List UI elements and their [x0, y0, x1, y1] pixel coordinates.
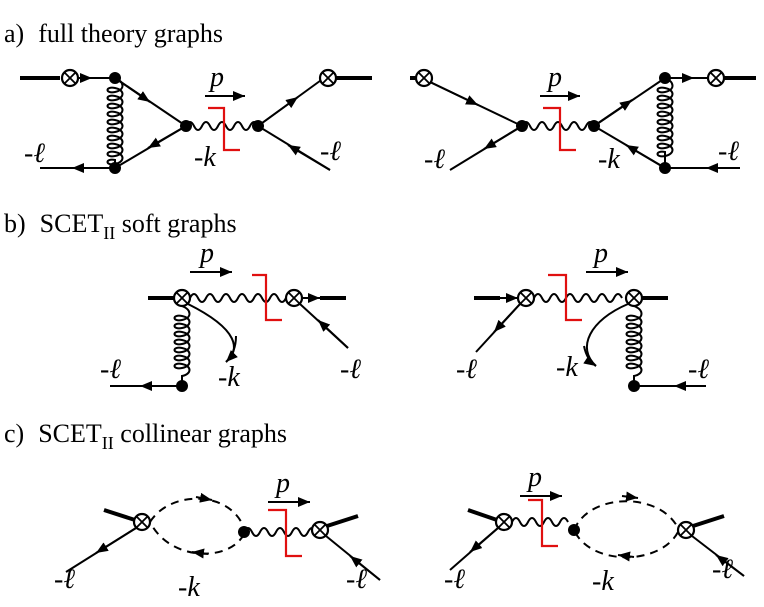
- momentum-label-k: -k: [218, 362, 240, 393]
- diagram-c-left: p -k -ℓ -ℓ: [54, 468, 381, 603]
- section-a-heading: a)full theory graphs: [4, 19, 223, 48]
- momentum-label-ell: -ℓ: [320, 136, 341, 167]
- momentum-label-ell: -ℓ: [100, 354, 121, 385]
- diagram-a-left: p -k -ℓ -ℓ: [20, 62, 372, 174]
- momentum-label-ell: -ℓ: [54, 564, 75, 595]
- momentum-label-ell: -ℓ: [444, 564, 465, 595]
- momentum-label-p: p: [546, 62, 562, 93]
- momentum-label-p: p: [274, 468, 290, 499]
- momentum-label-ell: -ℓ: [718, 136, 739, 167]
- diagram-c-right: p -k -ℓ -ℓ: [444, 462, 745, 597]
- momentum-label-ell: -ℓ: [712, 554, 733, 585]
- diagram-a-right: p -k -ℓ -ℓ: [410, 62, 756, 175]
- momentum-label-ell: -ℓ: [24, 138, 45, 169]
- momentum-label-ell: -ℓ: [688, 354, 709, 385]
- momentum-label-k: -k: [592, 566, 614, 597]
- momentum-label-p: p: [208, 62, 224, 93]
- diagram-b-left: p -k -ℓ -ℓ: [100, 238, 361, 393]
- momentum-label-k: -k: [178, 572, 200, 603]
- section-b-heading: b)SCETII soft graphs: [4, 209, 237, 243]
- momentum-label-ell: -ℓ: [424, 144, 445, 175]
- momentum-label-k: -k: [556, 352, 578, 383]
- momentum-label-ell: -ℓ: [346, 564, 367, 595]
- momentum-label-k: -k: [194, 142, 216, 173]
- momentum-label-k: -k: [598, 144, 620, 175]
- momentum-label-p: p: [198, 238, 214, 269]
- momentum-label-p: p: [526, 462, 542, 493]
- momentum-label-ell: -ℓ: [456, 354, 477, 385]
- section-c-heading: c)SCETII collinear graphs: [4, 419, 287, 453]
- momentum-label-p: p: [592, 238, 608, 269]
- diagram-b-right: p -k -ℓ -ℓ: [456, 238, 709, 392]
- momentum-label-ell: -ℓ: [340, 354, 361, 385]
